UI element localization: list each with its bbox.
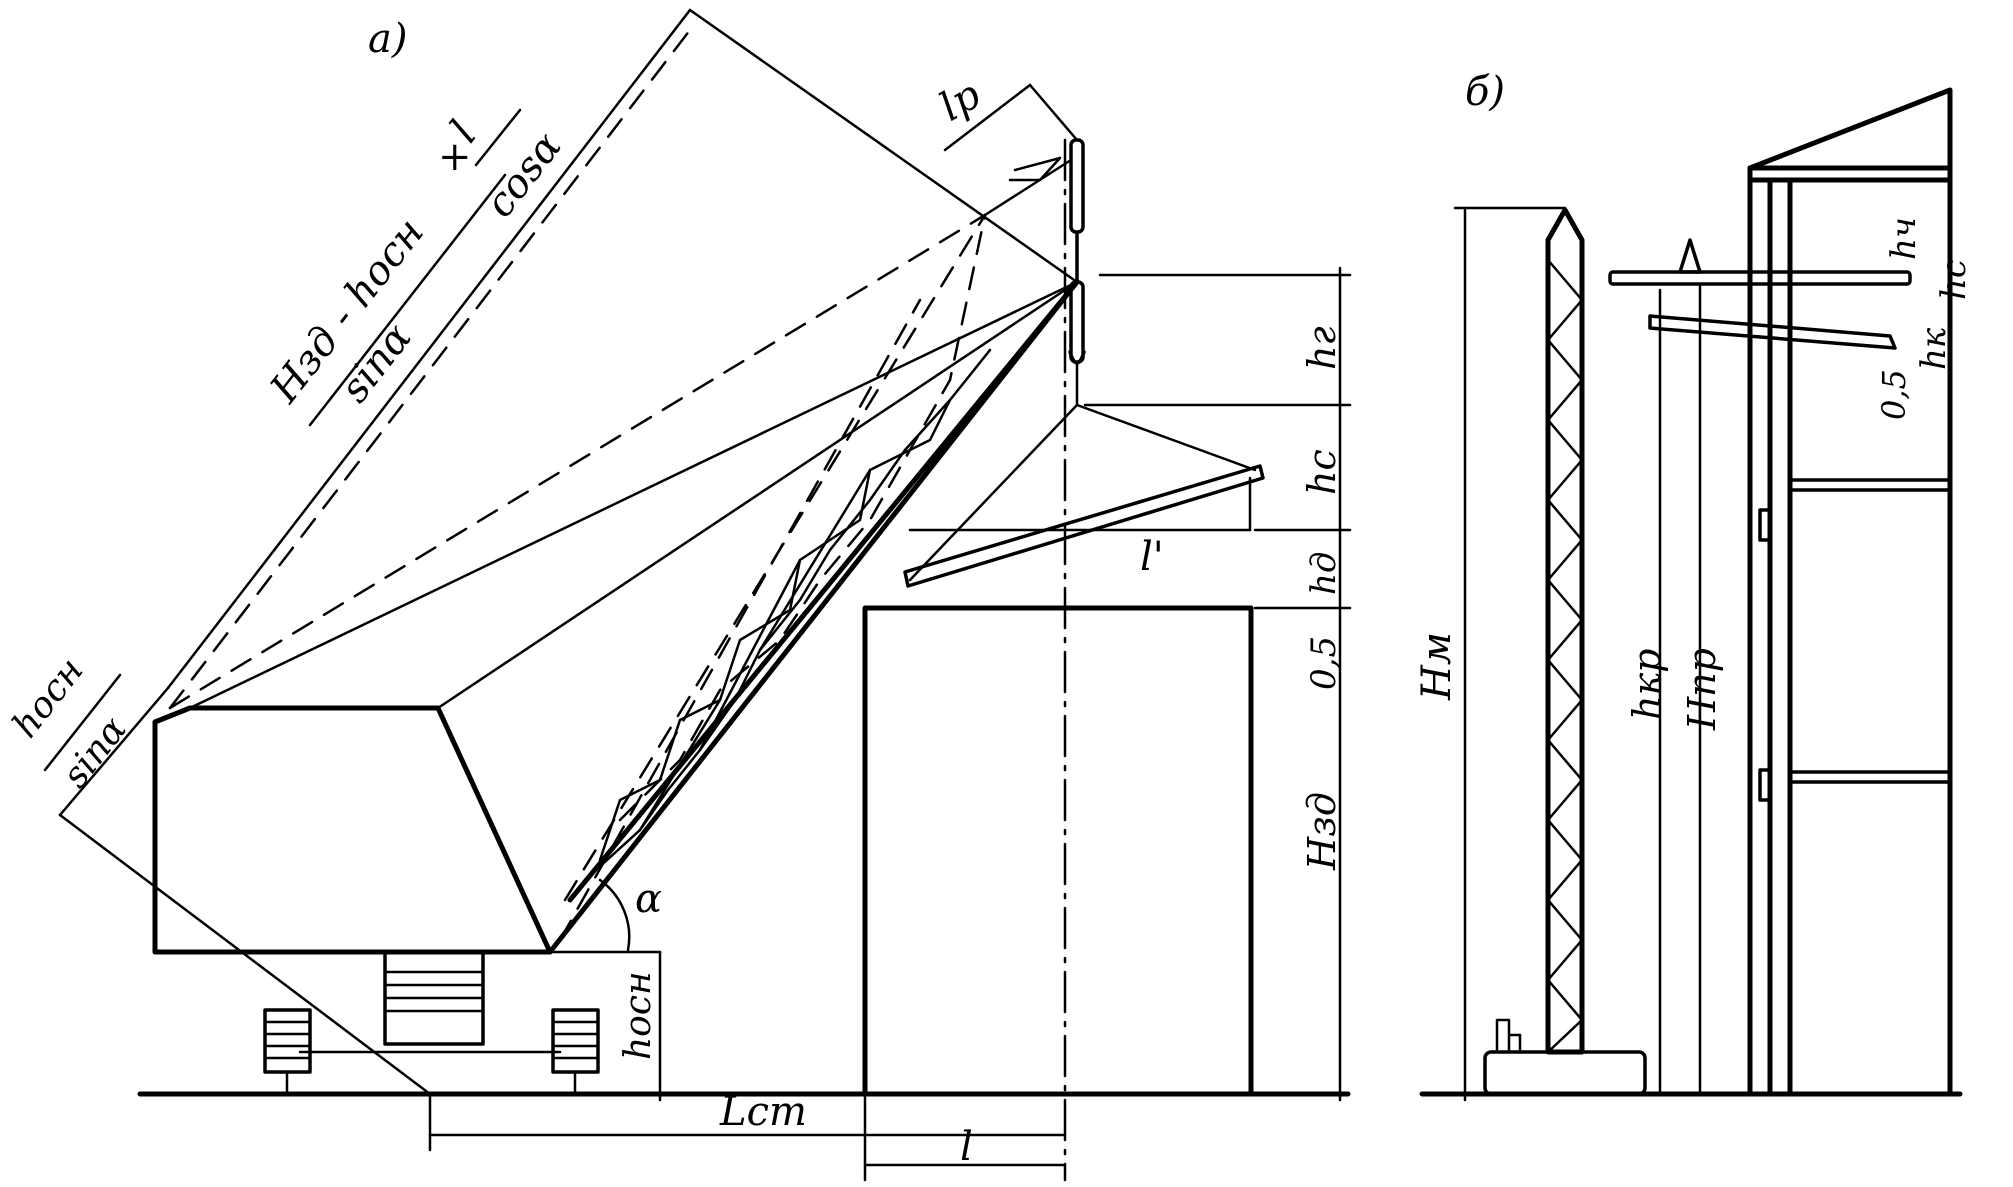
formula-base-num: hосн [5, 650, 92, 745]
label-hm: Hм [1414, 632, 1460, 701]
sling [908, 403, 1257, 582]
body-roof-line [436, 706, 552, 954]
label-hk: hк [1914, 327, 1954, 370]
label-h-base: hосн [618, 971, 659, 1060]
label-hkr: hкр [1625, 649, 1669, 721]
panel-b-label: б) [1465, 69, 1505, 115]
panel-b: б) [1414, 69, 1974, 1102]
label-h-building: Hзд [1300, 792, 1344, 871]
formula-base-den: sinα [55, 709, 135, 795]
label-lst: Lст [719, 1089, 807, 1135]
alpha-arc [598, 878, 631, 952]
label-l-prime: l' [1140, 534, 1164, 580]
label-l: l [960, 1124, 973, 1170]
dims-bottom-a [428, 1092, 1067, 1182]
label-clearance-b: 0,5 [1875, 369, 1913, 420]
label-hch: hч [1884, 217, 1924, 260]
panel-a-label: а) [368, 16, 407, 62]
right-wheel [551, 1008, 600, 1074]
slant-dim-short [58, 686, 170, 817]
boom-dashed [168, 28, 987, 942]
crane-body [152, 705, 553, 955]
formula-plus: + [438, 134, 472, 180]
label-hpr: Hпр [1680, 648, 1724, 731]
label-hs: hс [1300, 449, 1344, 495]
label-hd: hд [1304, 552, 1344, 595]
label-clearance: 0,5 [1304, 636, 1344, 690]
panel-a: а) [5, 8, 1352, 1182]
tower-mast [1483, 207, 1647, 1096]
left-wheel [263, 1008, 312, 1074]
undercarriage [263, 950, 600, 1096]
pulley-lower [1069, 280, 1085, 364]
label-alpha: α [635, 876, 662, 922]
formula-cos: cosα [477, 124, 571, 226]
building-b [1747, 87, 1953, 1097]
boom [188, 279, 1080, 955]
dims-right-a [908, 266, 1352, 1102]
label-hg: hг [1300, 326, 1344, 370]
pulley-upper [1069, 138, 1085, 234]
building-a [862, 605, 1254, 1097]
lifted-beam [903, 464, 1265, 588]
label-hs-b: hс [1934, 259, 1974, 300]
hook-assembly [908, 138, 1257, 582]
slant-dim-long [166, 8, 692, 690]
